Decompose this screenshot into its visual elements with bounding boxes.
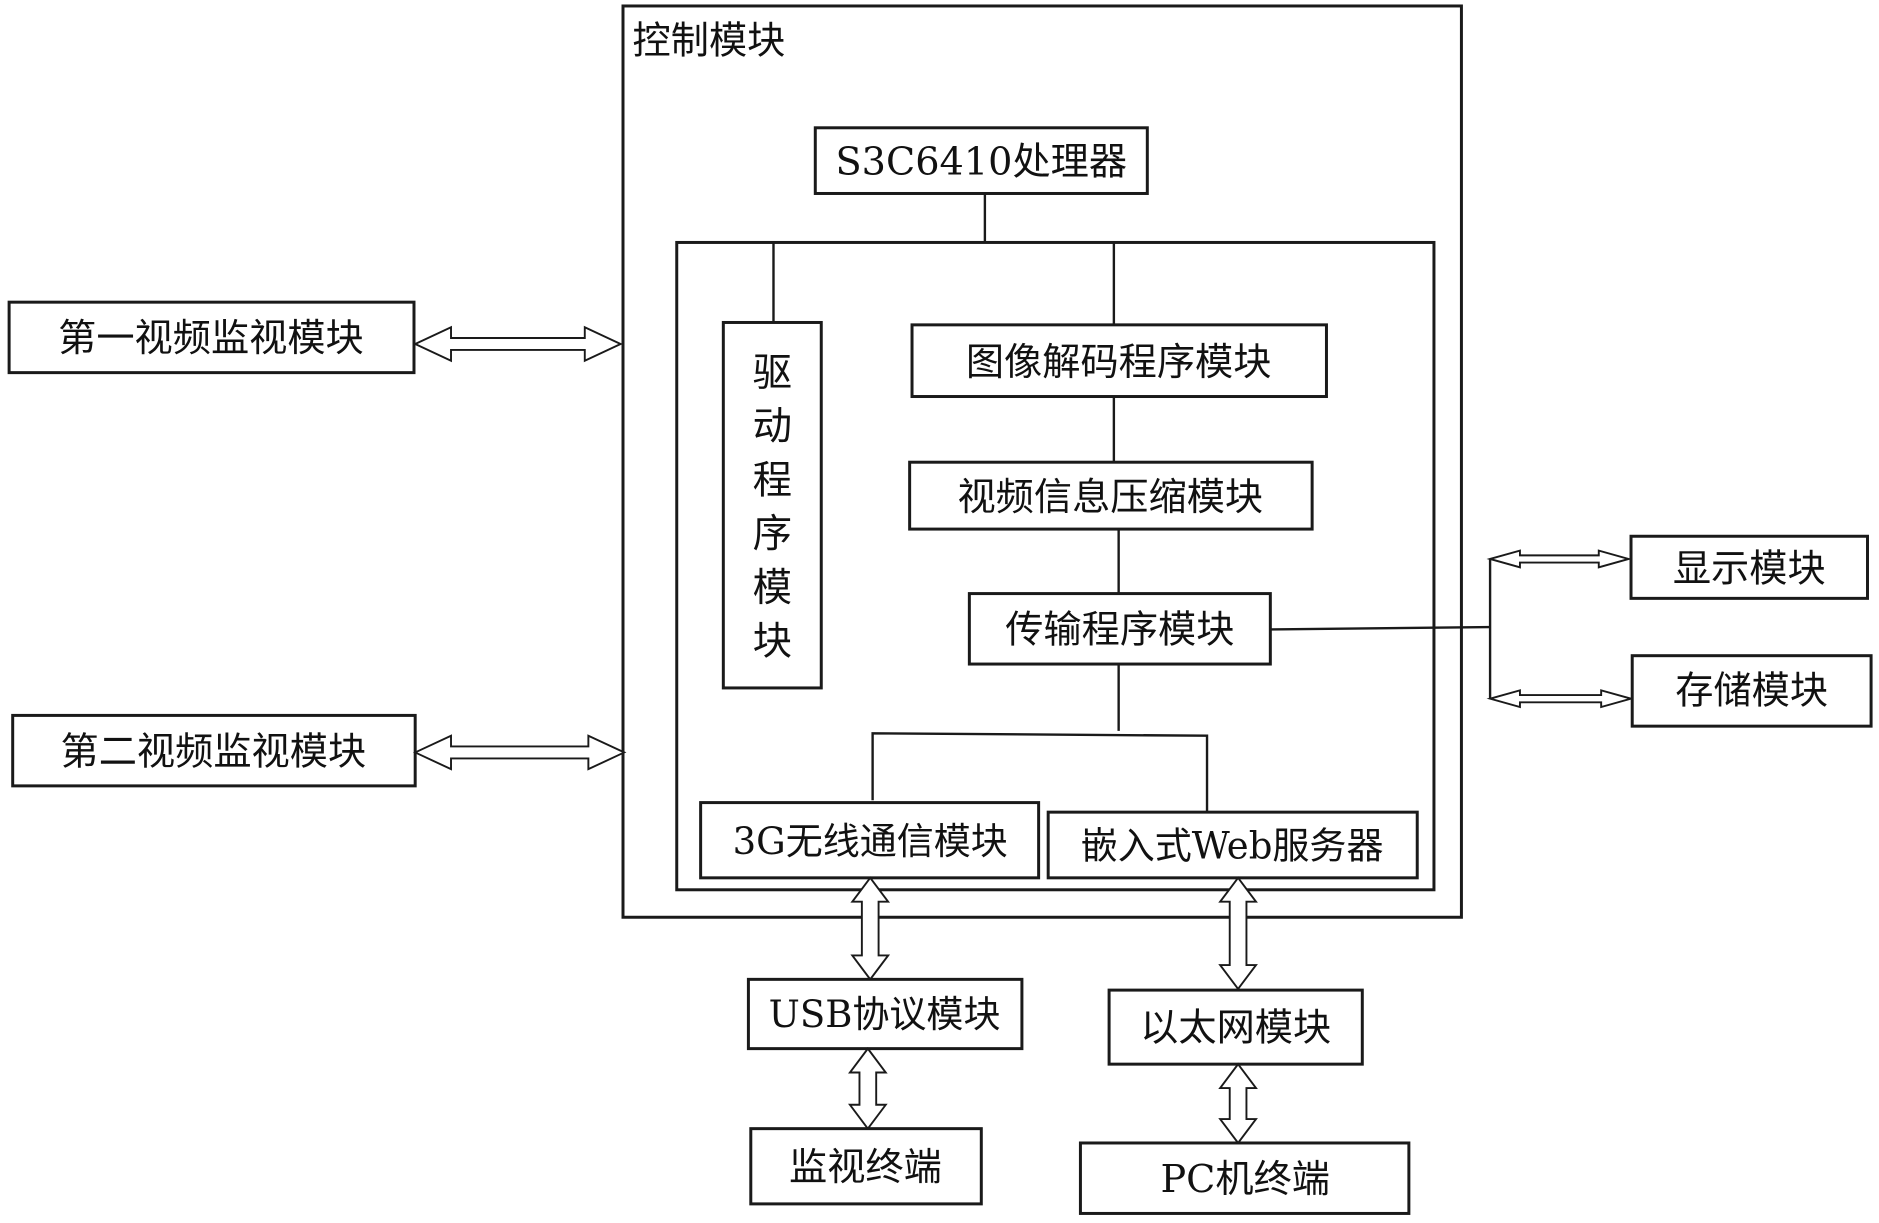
- control-module-label: 控制模块: [633, 20, 786, 64]
- double-arrow-usb-terminal: [850, 1049, 886, 1129]
- storage-module-label: 存储模块: [1675, 669, 1828, 713]
- driver-char: 程: [753, 457, 792, 503]
- connector-transmission-right: [1270, 627, 1490, 629]
- double-arrow-monitor-1: [415, 327, 620, 360]
- driver-char: 序: [753, 511, 792, 557]
- 3g-wireless-module-label: 3G无线通信模块: [733, 820, 1008, 863]
- web-server-label: 嵌入式Web服务器: [1081, 825, 1384, 868]
- video-monitor-2-label: 第二视频监视模块: [61, 730, 367, 774]
- connector-branch: [873, 733, 1207, 812]
- driver-char: 块: [753, 618, 792, 664]
- double-arrow-display: [1490, 551, 1629, 568]
- transmission-module-label: 传输程序模块: [1005, 609, 1234, 653]
- double-arrow-storage: [1490, 690, 1631, 707]
- driver-char: 动: [753, 404, 792, 450]
- video-compress-module-label: 视频信息压缩模块: [957, 476, 1263, 520]
- usb-module-label: USB协议模块: [769, 993, 1001, 1036]
- video-monitor-1-label: 第一视频监视模块: [58, 317, 364, 361]
- double-arrow-ethernet-pc: [1220, 1064, 1256, 1143]
- pc-terminal-label: PC机终端: [1160, 1158, 1330, 1202]
- double-arrow-3g-usb: [852, 878, 888, 980]
- processor-label: S3C6410处理器: [836, 140, 1128, 184]
- driver-char: 驱: [753, 350, 792, 396]
- double-arrow-monitor-2: [415, 736, 624, 769]
- ethernet-module-label: 以太网模块: [1140, 1006, 1331, 1050]
- image-decode-module-label: 图像解码程序模块: [966, 341, 1272, 385]
- display-module-label: 显示模块: [1673, 548, 1826, 592]
- monitor-terminal-label: 监视终端: [789, 1146, 942, 1190]
- double-arrow-web-ethernet: [1220, 878, 1256, 989]
- driver-char: 模: [753, 565, 792, 611]
